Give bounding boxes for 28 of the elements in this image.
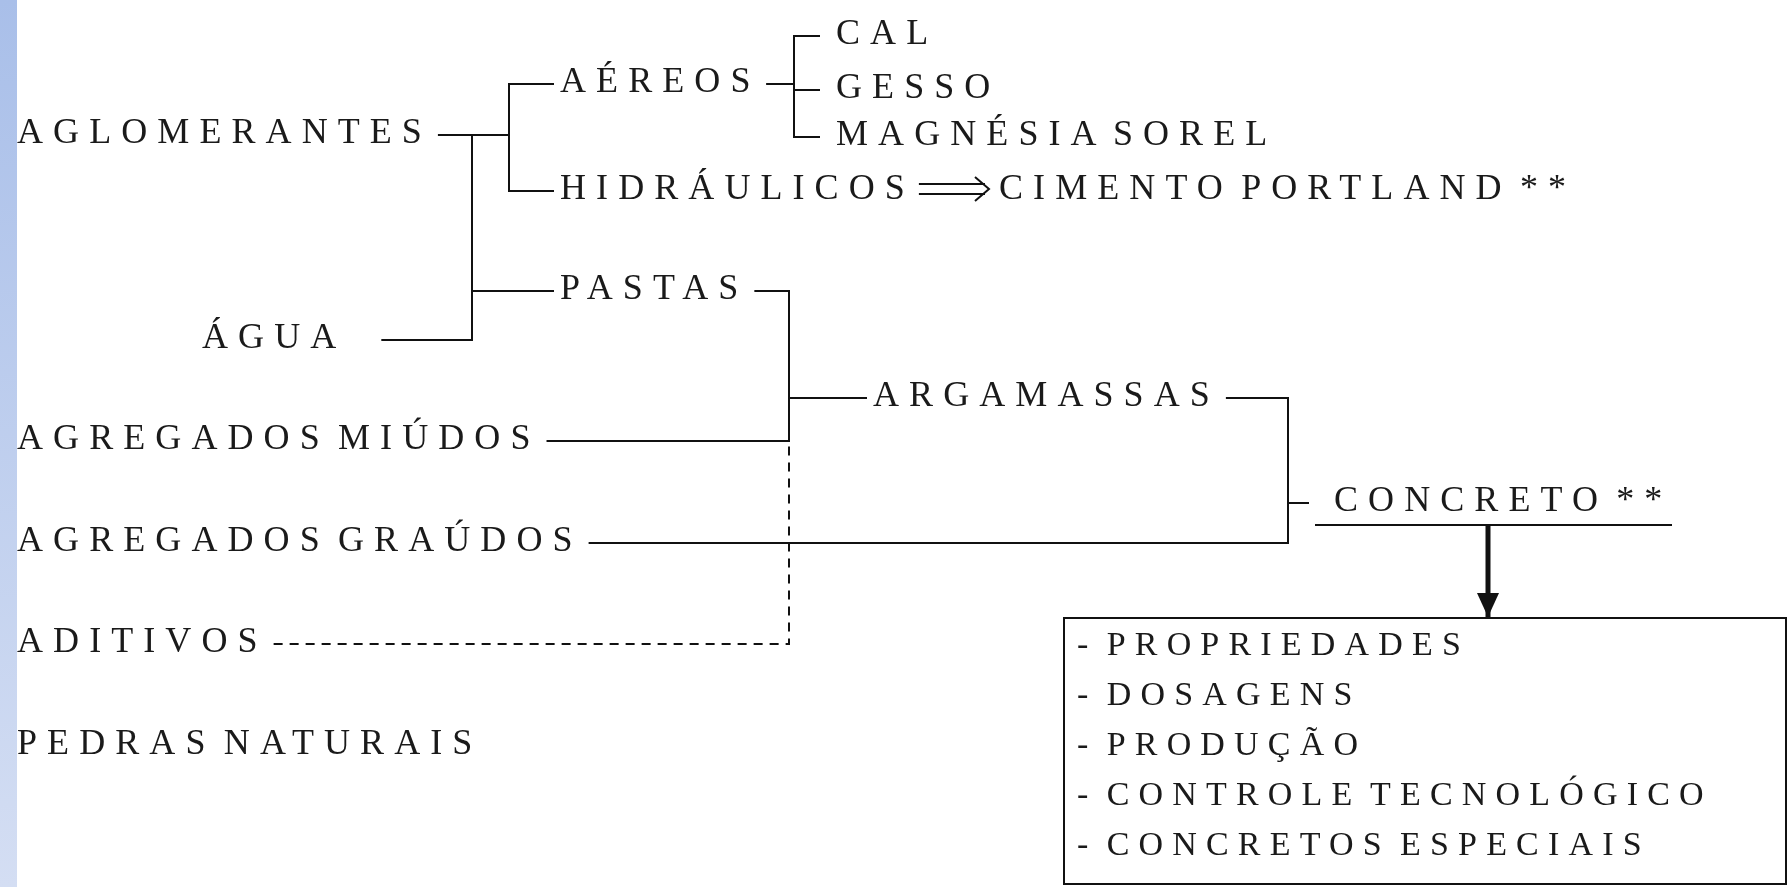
category-label: MAGNÉSIA SOREL [836,113,1278,153]
double-arrow [917,176,991,202]
category-label: ARGAMASSAS [873,374,1220,414]
category-label: ÁGUA [202,316,347,356]
category-label: CIMENTO PORTLAND ** [999,167,1577,207]
category-label: AGREGADOS GRAÚDOS [17,519,583,559]
list-item: - PROPRIEDADES [1077,624,1471,664]
category-label: ADITIVOS [17,620,268,660]
category-label: AGREGADOS MIÚDOS [17,417,541,457]
category-label: GESSO [836,66,1001,106]
topic-list-box [1063,617,1787,885]
category-label: PASTAS [560,267,749,307]
category-label: AGLOMERANTES [17,111,432,151]
list-item: - CONCRETOS ESPECIAIS [1077,824,1652,864]
connector-line [380,290,555,341]
list-item: - PRODUÇÃO [1077,724,1369,764]
connector-line [272,397,868,645]
category-label: CONCRETO ** [1315,479,1673,526]
edge-band [0,0,17,887]
connector-line [765,83,821,138]
category-label: HIDRÁULICOS [560,167,915,207]
list-item: - CONTROLE TECNOLÓGICO [1077,774,1714,814]
category-label: CAL [836,12,939,52]
connector-line [587,502,1310,544]
list-item: - DOSAGENS [1077,674,1363,714]
category-label: PEDRAS NATURAIS [17,722,483,762]
category-label: AÉREOS [560,60,761,100]
arrow [1477,526,1499,617]
